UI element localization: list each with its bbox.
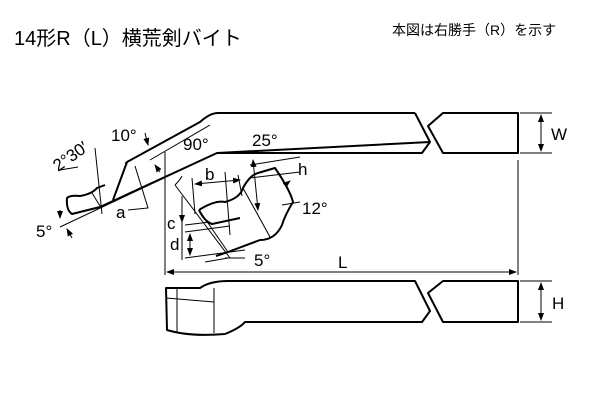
L-label: L — [338, 253, 347, 272]
W-label: W — [551, 125, 567, 144]
hand-note: 本図は右勝手（R）を示す — [392, 22, 557, 38]
insert-tip — [65, 184, 106, 215]
chip-breaker — [198, 167, 294, 257]
angle-5-bottom-label: 5° — [254, 251, 270, 270]
side-shank-left — [165, 280, 431, 336]
H-label: H — [552, 294, 564, 313]
d-label: d — [170, 235, 179, 254]
h-label: h — [298, 160, 307, 179]
top-shank-right — [427, 112, 519, 154]
side-view — [165, 280, 552, 336]
angle-12-label: 12° — [302, 199, 328, 218]
drawing-title: 14形R（L）横荒剣バイト — [14, 28, 242, 50]
b-label: b — [205, 165, 214, 184]
angle-90-label: 90° — [183, 135, 209, 154]
angle-10-label: 10° — [111, 126, 137, 145]
side-shank-right — [427, 280, 519, 323]
angle-5-left-label: 5° — [36, 222, 52, 241]
top-shank-left — [126, 112, 431, 163]
a-label: a — [116, 203, 126, 222]
head-end-face — [112, 161, 128, 201]
top-view — [57, 112, 552, 275]
angle-25-label: 25° — [252, 131, 278, 150]
angle-2-30-label: 2°30′ — [49, 138, 91, 176]
c-label: c — [167, 214, 176, 233]
